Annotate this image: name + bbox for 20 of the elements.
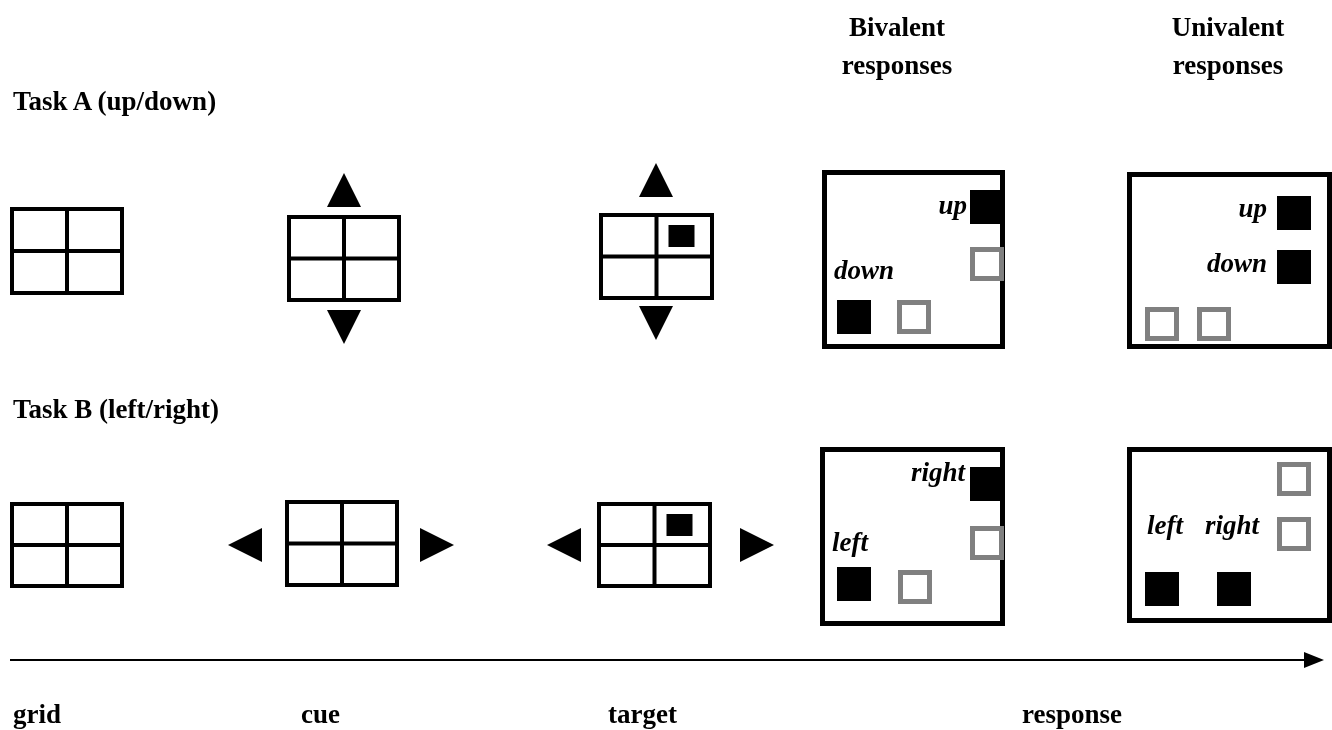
response-word: right bbox=[910, 457, 965, 487]
response-panel bbox=[822, 170, 1005, 349]
phase-label: grid bbox=[13, 698, 61, 730]
column-heading: Bivalent responses bbox=[840, 11, 954, 82]
response-word: down bbox=[1206, 248, 1267, 278]
response-word: up bbox=[1238, 193, 1267, 223]
response-word: down bbox=[834, 255, 895, 285]
row-heading: Task A (up/down) bbox=[13, 85, 217, 118]
response-word: left bbox=[832, 527, 868, 557]
phase-label: response bbox=[1022, 698, 1122, 730]
phase-label: target bbox=[608, 698, 677, 730]
response-panel bbox=[820, 447, 1005, 626]
response-word: left bbox=[1147, 510, 1183, 540]
response-word: up bbox=[938, 190, 967, 220]
column-heading: Univalent responses bbox=[1170, 11, 1286, 82]
response-panel bbox=[1127, 447, 1332, 623]
phase-label: cue bbox=[301, 698, 340, 730]
response-panel bbox=[1127, 172, 1332, 349]
row-heading: Task B (left/right) bbox=[13, 393, 219, 426]
response-word: right bbox=[1205, 510, 1260, 540]
